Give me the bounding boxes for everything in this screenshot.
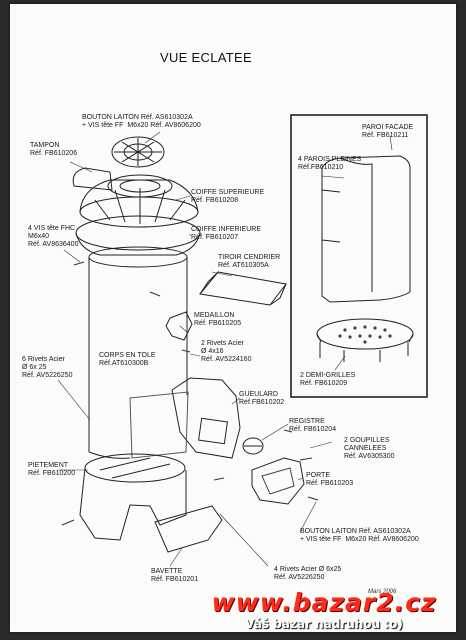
apron-bavette-part (154, 505, 223, 553)
door-porte-part (251, 457, 305, 505)
label-medallion: MEDAILLON Réf. FB610205 (194, 312, 242, 327)
label-gueulard: GUEULARD Réf.FB610202 (239, 391, 285, 406)
mouth-gueulard-part (171, 377, 241, 459)
inset-half-grilles (316, 318, 414, 371)
label-half-grilles: 2 DEMI-GRILLES Réf. FB610209 (300, 372, 356, 387)
label-registre: REGISTRE Réf. FB610204 (289, 418, 337, 433)
label-rivets-6x25: 6 Rivets Acier Ø 6x 25 Réf. AV5226250 (22, 356, 73, 379)
exploded-view-sheet (10, 4, 456, 632)
label-goupilles: 2 GOUPILLES CANNELEES Réf. AV6305300 (344, 437, 395, 460)
watermark-tagline: Váš bazar nadruhou :o) (245, 617, 403, 631)
drawing-date: Mars 2006 (368, 589, 397, 595)
label-ash-drawer: TIROIR CENDRIER Réf. AT610305A (218, 254, 281, 269)
label-solid-walls: 4 PAROIS PLEINES Réf.FB610210 (298, 156, 362, 171)
grille-holes (338, 325, 392, 344)
label-lower-cap: COIFFE INFERIEURE Réf. FB610207 (191, 226, 262, 241)
leader-lines (57, 131, 333, 567)
watermark-site: www.bazar2.cz (211, 588, 437, 617)
label-tampon: TAMPON Réf. FB610206 (30, 142, 78, 157)
inset-walls (321, 135, 411, 303)
label-porte: PORTE Réf. FB610203 (306, 472, 354, 487)
lid-tampon-part (72, 167, 173, 198)
label-bottom-knob: BOUTON LAITON Réf. AS610302A + VIS tête … (300, 528, 419, 543)
watermark: www.bazar2.cz Váš bazar nadruhou :o) (184, 590, 464, 638)
stove-body-cylinder (88, 246, 188, 459)
drawing-title: VUE ECLATEE (160, 50, 252, 65)
label-rivets-4: 4 Rivets Acier Ø 6x25 Réf. AV5226250 (274, 566, 342, 581)
ash-drawer-part (199, 271, 287, 306)
label-front-wall: PAROI FACADE Réf. FB610211 (362, 124, 414, 139)
label-top-knob: BOUTON LAITON Réf. AS610302A + VIS tête … (82, 114, 201, 129)
body-flap (129, 391, 189, 459)
label-bavette: BAVETTE Réf. FB610201 (151, 568, 199, 583)
label-body: CORPS EN TOLE Réf.AT610300B (99, 352, 156, 367)
base-pietement-part (79, 453, 187, 541)
fasteners (61, 261, 319, 526)
label-upper-cap: COIFFE SUPERIEURE Réf. FB610208 (191, 189, 265, 204)
top-knob-disc (111, 136, 165, 168)
label-rivets-4x16: 2 Rivets Acier Ø 4x16 Réf. AV5224160 (201, 340, 252, 363)
label-fhc-screws: 4 VIS tête FHC M6x40 Réf. AV8636400 (28, 225, 79, 248)
label-base: PIETEMENT Réf. FB610200 (28, 462, 76, 477)
lower-cap-part (75, 215, 201, 256)
damper-registre-part (242, 437, 264, 455)
medallion-part (165, 311, 193, 341)
inset-frame (290, 114, 428, 398)
